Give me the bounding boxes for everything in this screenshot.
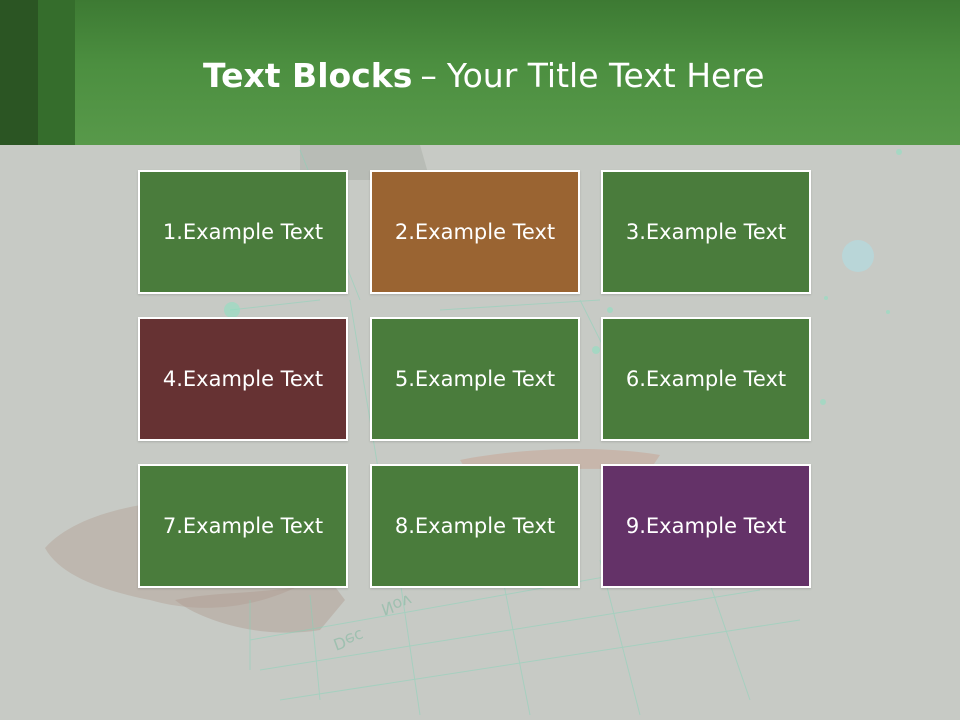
text-block-label: 6.Example Text — [625, 366, 787, 391]
text-block-label: 9.Example Text — [625, 513, 787, 538]
text-block-1[interactable]: 1.Example Text — [138, 170, 348, 294]
slide-title-bold: Text Blocks — [203, 56, 413, 95]
title-bar: Text Blocks–Your Title Text Here — [0, 0, 960, 145]
bubble-large — [842, 240, 874, 272]
text-block-label: 3.Example Text — [625, 219, 787, 244]
text-block-label: 5.Example Text — [394, 366, 556, 391]
slide-title[interactable]: Text Blocks–Your Title Text Here — [203, 52, 765, 100]
text-block-4[interactable]: 4.Example Text — [138, 317, 348, 441]
header-accent-strip-light — [38, 0, 75, 145]
text-block-label: 1.Example Text — [162, 219, 324, 244]
text-block-3[interactable]: 3.Example Text — [601, 170, 811, 294]
text-block-9[interactable]: 9.Example Text — [601, 464, 811, 588]
text-block-label: 7.Example Text — [162, 513, 324, 538]
text-block-2[interactable]: 2.Example Text — [370, 170, 580, 294]
header-accent-strip — [0, 0, 38, 145]
calendar-text-dec: Dec — [331, 626, 367, 654]
text-block-label: 8.Example Text — [394, 513, 556, 538]
text-block-7[interactable]: 7.Example Text — [138, 464, 348, 588]
calendar-text-nov: Nov — [379, 591, 415, 620]
finger-shape — [175, 580, 345, 633]
slide-title-rest: Your Title Text Here — [446, 56, 765, 95]
text-block-6[interactable]: 6.Example Text — [601, 317, 811, 441]
text-block-label: 2.Example Text — [394, 219, 556, 244]
grid-nodes — [224, 149, 902, 405]
text-block-8[interactable]: 8.Example Text — [370, 464, 580, 588]
text-block-label: 4.Example Text — [162, 366, 324, 391]
text-block-5[interactable]: 5.Example Text — [370, 317, 580, 441]
slide-title-separator: – — [420, 56, 437, 95]
